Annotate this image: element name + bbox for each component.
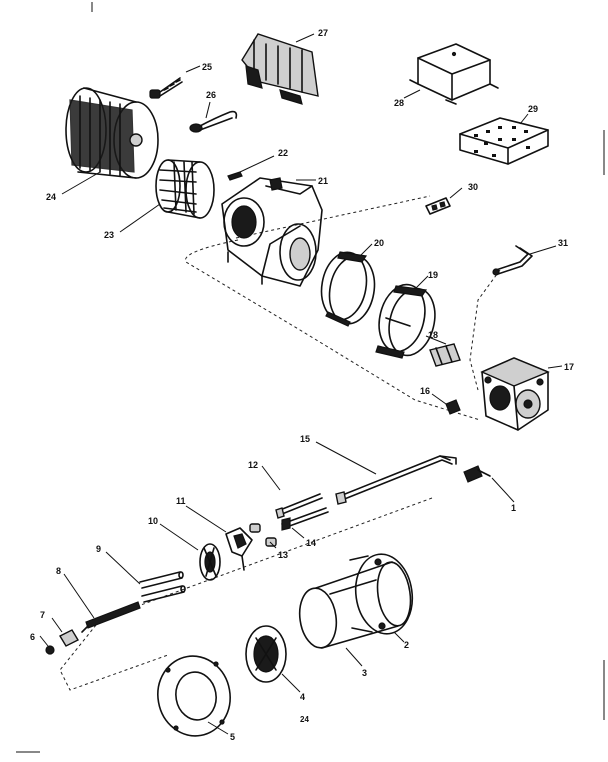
callout-12: 12 <box>248 460 258 470</box>
callout-16: 16 <box>420 386 430 396</box>
callout-15: 15 <box>300 434 310 444</box>
callout-3: 3 <box>362 668 367 678</box>
callout-18: 18 <box>428 330 438 340</box>
burner-housing <box>221 177 323 287</box>
callout-1: 1 <box>511 503 516 513</box>
page-number: 24 <box>300 715 309 724</box>
insulator <box>249 523 277 547</box>
flange <box>349 553 414 635</box>
callout-14: 14 <box>306 538 316 548</box>
callout-22: 22 <box>278 148 288 158</box>
blower-housing <box>65 87 159 179</box>
frame-marks <box>16 2 605 753</box>
callout-27: 27 <box>318 28 328 38</box>
callout-7: 7 <box>40 610 45 620</box>
bracket <box>241 33 319 105</box>
oil-pump <box>480 357 550 431</box>
callout-26: 26 <box>206 90 216 100</box>
callout-28: 28 <box>394 98 404 108</box>
fitting <box>463 465 491 483</box>
callout-19: 19 <box>428 270 438 280</box>
nozzle-line <box>81 601 141 633</box>
nozzle <box>59 629 79 647</box>
callout-9: 9 <box>96 544 101 554</box>
screw-clip <box>425 197 451 215</box>
callout-2: 2 <box>404 640 409 650</box>
wire-lead <box>189 110 238 133</box>
electrode <box>281 507 329 531</box>
callout-25: 25 <box>202 62 212 72</box>
callout-20: 20 <box>374 238 384 248</box>
callout-5: 5 <box>230 732 235 742</box>
insulating-tubes <box>139 571 186 603</box>
transformer-box <box>409 43 499 105</box>
callout-17: 17 <box>564 362 574 372</box>
callout-labels: 1 2 3 4 5 6 7 8 9 10 11 12 13 14 15 16 1… <box>30 28 574 742</box>
callout-10: 10 <box>148 516 158 526</box>
callout-30: 30 <box>468 182 478 192</box>
oil-line <box>335 455 457 505</box>
callout-8: 8 <box>56 566 61 576</box>
leader-lines <box>39 33 563 735</box>
head-swirl <box>245 625 287 683</box>
connector-tube <box>492 245 533 276</box>
callout-23: 23 <box>104 230 114 240</box>
nozzle-tip <box>45 645 55 655</box>
clip <box>227 171 243 181</box>
callout-31: 31 <box>558 238 568 248</box>
split-band <box>375 283 436 359</box>
callout-6: 6 <box>30 632 35 642</box>
blower-wheel <box>155 159 215 219</box>
electrode-rod <box>275 493 323 519</box>
callout-29: 29 <box>528 104 538 114</box>
terminal-plate <box>459 117 549 165</box>
callout-24: 24 <box>46 192 56 202</box>
coupling <box>429 343 461 367</box>
pump-fitting <box>445 399 461 415</box>
callout-11: 11 <box>176 496 186 506</box>
callout-13: 13 <box>278 550 288 560</box>
callout-21: 21 <box>318 176 328 186</box>
callout-4: 4 <box>300 692 305 702</box>
adapter-bracket <box>225 527 253 571</box>
bolt <box>149 77 183 99</box>
clamp-ring <box>320 251 376 327</box>
gasket <box>157 655 231 737</box>
air-cone <box>199 543 221 581</box>
blast-tube <box>298 561 412 649</box>
